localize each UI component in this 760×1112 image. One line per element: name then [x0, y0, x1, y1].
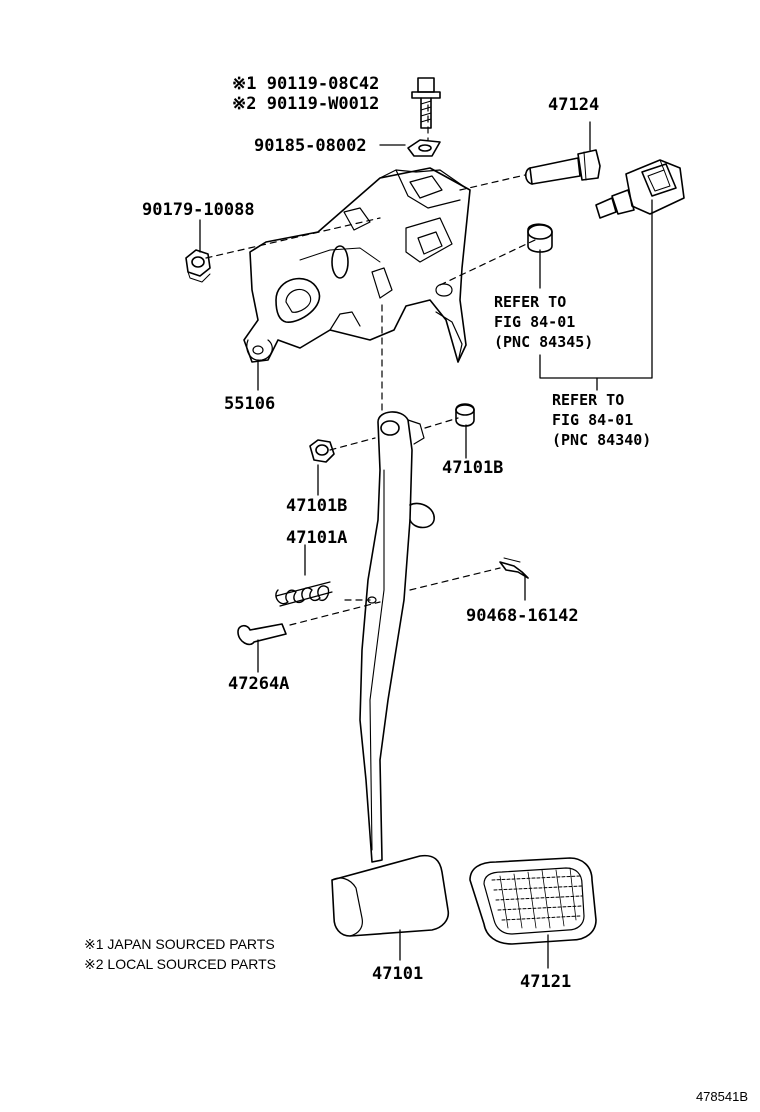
label-bolt-90119-08c42: ※1 90119-08C42: [232, 74, 380, 94]
label-pad-47121: 47121: [520, 972, 572, 992]
pedal-arm-47101: [360, 412, 434, 862]
note-local-sourced: ※2 LOCAL SOURCED PARTS: [84, 956, 276, 972]
figure-id: 478541B: [695, 1089, 748, 1104]
refer-line-2: FIG 84-01: [552, 411, 634, 429]
label-bolt-90119-w0012: ※2 90119-W0012: [232, 94, 380, 114]
clip-90468: [500, 558, 528, 578]
refer-line-3: (PNC 84340): [552, 431, 652, 449]
label-bracket-55106: 55106: [224, 394, 276, 414]
refer-line-3: (PNC 84345): [494, 333, 594, 351]
label-clip-90468: 90468-16142: [466, 606, 579, 626]
bushing-switch: [528, 224, 552, 252]
label-bushing-right: 47101B: [442, 458, 504, 478]
label-washer-90185: 90185-08002: [254, 136, 367, 156]
sourcing-notes: ※1 JAPAN SOURCED PARTS ※2 LOCAL SOURCED …: [84, 934, 276, 974]
bracket-55106: [244, 168, 470, 362]
bolt-90119: [412, 78, 440, 128]
bushing-47101b-left: [310, 440, 334, 462]
refer-line-1: REFER TO: [494, 293, 567, 311]
refer-line-2: FIG 84-01: [494, 313, 576, 331]
nut-90179: [186, 250, 210, 282]
stop-lamp-switch: [596, 160, 684, 218]
pivot-bolt-47124: [526, 150, 600, 184]
dashed-alignment-lines: [206, 105, 535, 625]
pedal-plate: [332, 856, 448, 936]
label-pin-47264a: 47264A: [228, 674, 290, 694]
label-pivot-bolt-47124: 47124: [548, 95, 600, 115]
label-pedal-47101: 47101: [372, 964, 424, 984]
label-spring-47101a: 47101A: [286, 528, 348, 548]
label-bushing-left: 47101B: [286, 496, 348, 516]
label-nut-90179: 90179-10088: [142, 200, 255, 220]
leader-lines: [200, 122, 652, 968]
refer-pnc-84345: REFER TO FIG 84-01 (PNC 84345): [494, 292, 593, 352]
spring-47101a: [276, 582, 332, 606]
bushing-47101b-right: [456, 404, 474, 426]
note-japan-sourced: ※1 JAPAN SOURCED PARTS: [84, 936, 275, 952]
pin-47264a: [238, 624, 286, 644]
washer-90185: [408, 140, 440, 156]
pedal-pad-47121: [470, 858, 596, 944]
refer-line-1: REFER TO: [552, 391, 625, 409]
refer-pnc-84340: REFER TO FIG 84-01 (PNC 84340): [552, 390, 651, 450]
